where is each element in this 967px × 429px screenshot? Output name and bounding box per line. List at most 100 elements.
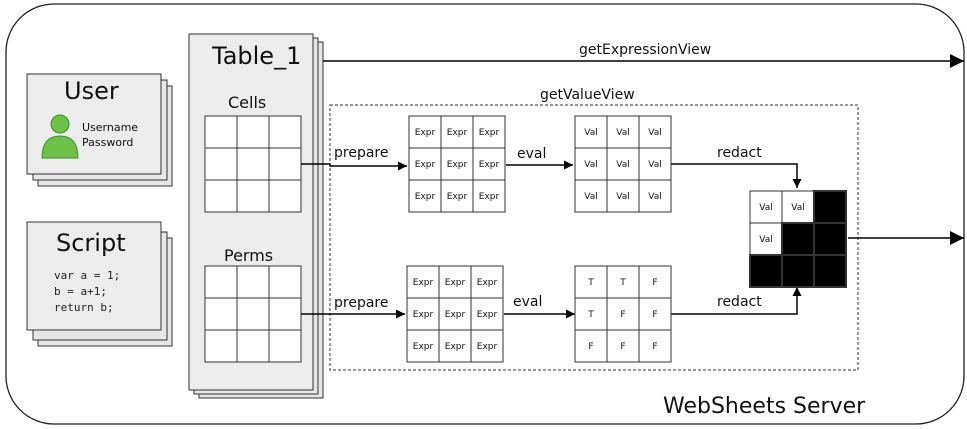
grid-cell: [574, 329, 608, 363]
grid-cell-label: Val: [648, 160, 661, 170]
grid-cell: [408, 115, 442, 149]
script-card: Script var a = 1; b = a+1; return b;: [26, 221, 173, 347]
grid-cell: [438, 265, 472, 299]
grid-cell: [606, 147, 640, 181]
grid-cell-label: Expr: [445, 342, 466, 352]
redacted-cell: [749, 254, 783, 288]
grid-cell-label: Val: [648, 128, 661, 138]
grid-cell-label: Val: [584, 192, 597, 202]
redacted-cell: [813, 254, 847, 288]
server-boundary: [5, 3, 965, 425]
grid-cell-label: Expr: [477, 278, 498, 288]
grid-cell: [574, 179, 608, 213]
perms-label: Perms: [224, 246, 273, 265]
grid-cell-label: F: [588, 342, 593, 352]
prepare-bottom-label: prepare: [334, 295, 388, 311]
grid-cell: [438, 329, 472, 363]
grid-cell-label: Val: [616, 128, 629, 138]
cells-grid: [204, 115, 302, 213]
grid-cell: [574, 147, 608, 181]
expression-view-label: getExpressionView: [579, 42, 711, 58]
grid-cell-label: Expr: [479, 128, 500, 138]
grid-cell: [606, 329, 640, 363]
grid-cell: [438, 297, 472, 331]
grid-cell: [749, 222, 783, 256]
grid-cell: [781, 190, 815, 224]
grid-cell-label: Expr: [477, 342, 498, 352]
grid-cell-label: Expr: [479, 160, 500, 170]
redacted-cell: [781, 254, 815, 288]
user-card: User Username Password: [26, 73, 173, 187]
grid-cell-label: F: [652, 310, 657, 320]
grid-cell-label: Val: [759, 235, 772, 245]
prepare-top-label: prepare: [334, 145, 388, 161]
grid-cell-label: Expr: [479, 192, 500, 202]
grid-cell-label: F: [652, 278, 657, 288]
grid-cell-label: Expr: [415, 128, 436, 138]
grid-cell-label: Expr: [413, 310, 434, 320]
grid-cell: [440, 147, 474, 181]
grid-cell-label: Val: [759, 203, 772, 213]
eval-bottom-label: eval: [513, 294, 542, 310]
grid-cell-label: Expr: [447, 128, 468, 138]
server-label: WebSheets Server: [663, 394, 866, 419]
grid-cell-label: Val: [584, 160, 597, 170]
grid-cell-label: Expr: [447, 192, 468, 202]
perms-grid: [204, 265, 302, 363]
user-icon: [41, 114, 79, 159]
grid-cell-label: Expr: [415, 160, 436, 170]
grid-cell-label: Expr: [413, 278, 434, 288]
grid-cell-label: Val: [648, 192, 661, 202]
cells-label: Cells: [228, 93, 266, 112]
grid-cell: [408, 179, 442, 213]
grid-cell-label: Expr: [445, 310, 466, 320]
script-code-line-2: b = a+1;: [54, 285, 107, 298]
redacted-cell: [813, 222, 847, 256]
table-panel: Table_1 Cells Perms: [188, 33, 324, 399]
grid-cell-label: Val: [616, 192, 629, 202]
grid-cell: [574, 115, 608, 149]
grid-cell: [470, 297, 504, 331]
grid-cell: [638, 265, 672, 299]
script-code-line-3: return b;: [54, 301, 114, 314]
perm-grid-bottom: T T F T F F F F F: [574, 265, 672, 363]
redact-bottom-label: redact: [717, 294, 762, 310]
grid-cell-label: T: [587, 310, 594, 320]
value-view-label: getValueView: [540, 87, 635, 103]
grid-cell-label: T: [619, 278, 626, 288]
grid-cell-label: F: [620, 310, 625, 320]
user-line-password: Password: [82, 136, 133, 149]
grid-cell-label: Expr: [445, 278, 466, 288]
grid-cell-label: Val: [791, 203, 804, 213]
grid-cell: [638, 179, 672, 213]
grid-cell-label: Expr: [413, 342, 434, 352]
grid-cell: [472, 179, 506, 213]
redacted-cell: [781, 222, 815, 256]
grid-cell: [406, 297, 440, 331]
grid-cell: [749, 190, 783, 224]
grid-cell-label: Val: [584, 128, 597, 138]
grid-cell-label: F: [620, 342, 625, 352]
table-title: Table_1: [211, 42, 301, 70]
prepare-top-arrow: [301, 161, 407, 171]
grid-cell-label: F: [652, 342, 657, 352]
eval-top-label: eval: [517, 146, 546, 162]
redact-bottom-arrow: [670, 287, 802, 315]
grid-cell: [638, 329, 672, 363]
grid-cell-label: Expr: [415, 192, 436, 202]
grid-cell-label: Expr: [477, 310, 498, 320]
grid-cell: [470, 329, 504, 363]
grid-cell: [408, 147, 442, 181]
redacted-cell: [813, 190, 847, 224]
grid-cell-label: T: [587, 278, 594, 288]
user-line-username: Username: [82, 121, 138, 134]
grid-cell: [638, 147, 672, 181]
grid-cell-label: Val: [616, 160, 629, 170]
grid-cell-label: Expr: [447, 160, 468, 170]
script-code-line-1: var a = 1;: [54, 269, 120, 282]
